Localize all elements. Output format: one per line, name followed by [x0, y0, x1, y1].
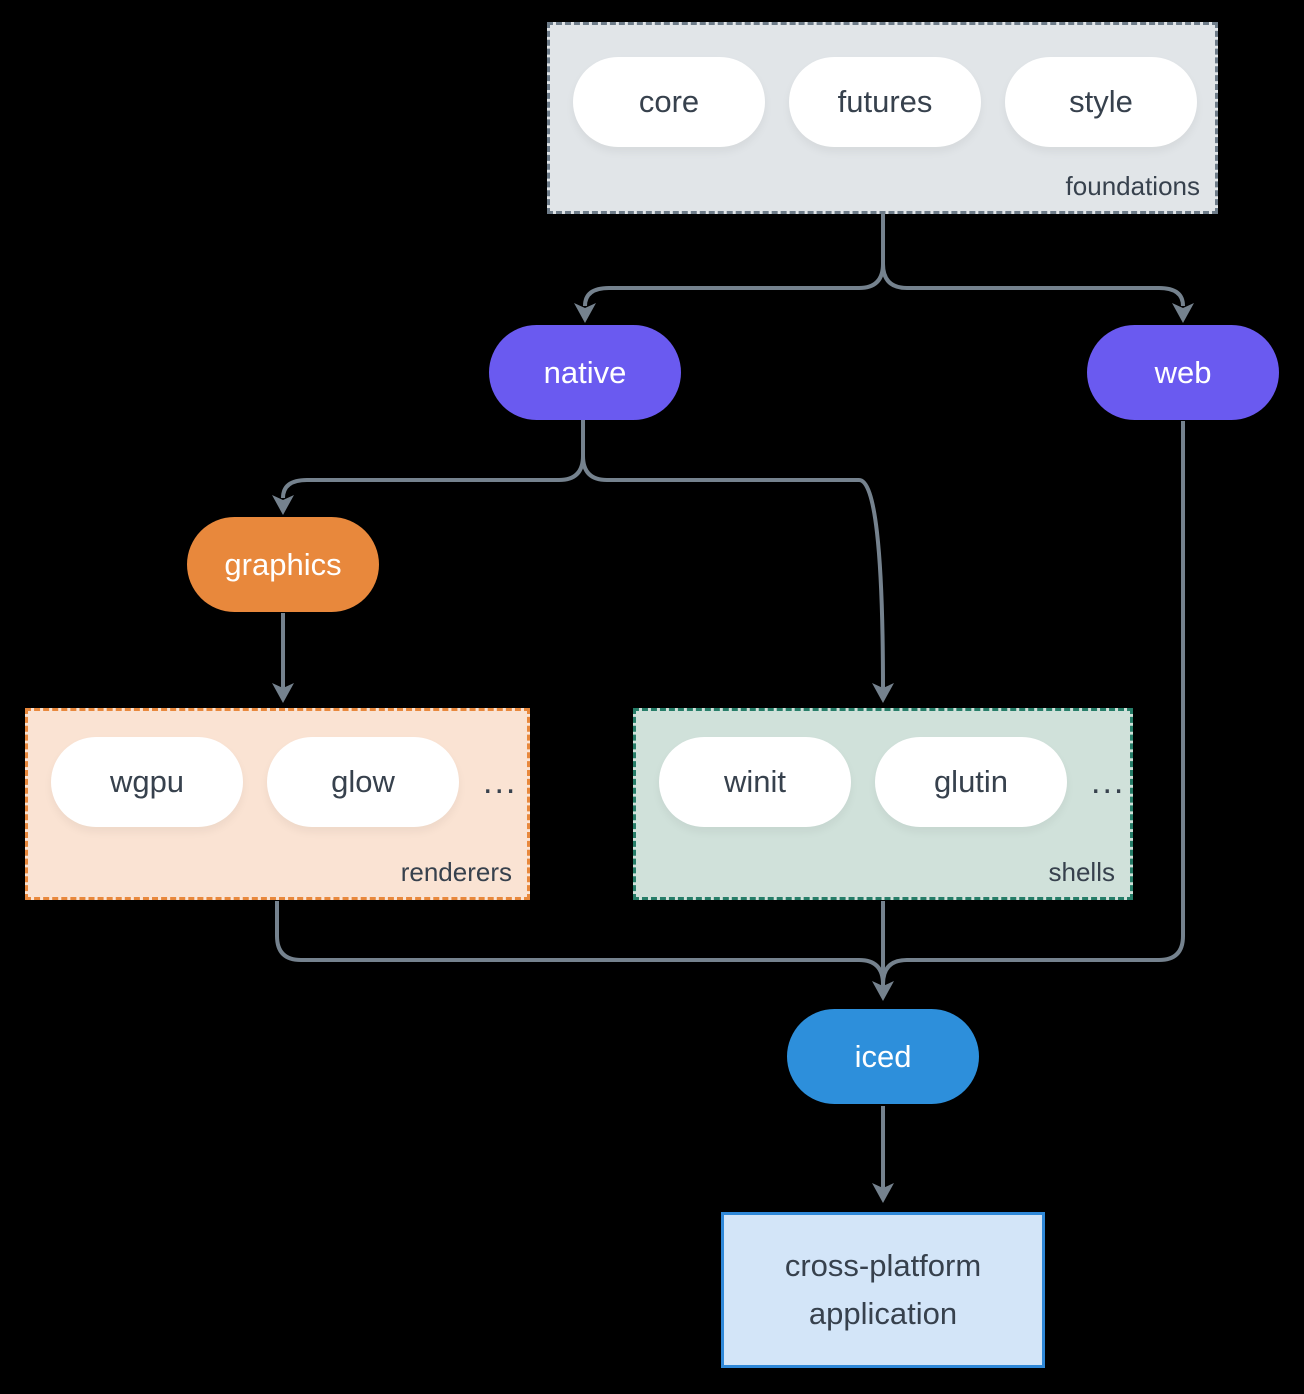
arrowhead-application [872, 1183, 894, 1203]
node-core: core [573, 57, 765, 147]
renderers-ellipsis: ... [483, 762, 518, 801]
node-wgpu: wgpu [51, 737, 243, 827]
application-label-line2: application [808, 1296, 958, 1331]
arrowhead-iced [872, 981, 894, 1001]
edge-foundations-native [583, 214, 885, 307]
renderers-pills: wgpu glow ... [51, 737, 517, 827]
node-glutin: glutin [875, 737, 1067, 827]
node-style: style [1005, 57, 1197, 147]
shells-pills: winit glutin ... [659, 737, 1125, 827]
node-web: web [1087, 325, 1279, 420]
node-native: native [489, 325, 681, 420]
edge-native-shells [581, 455, 885, 691]
arrowhead-native [574, 303, 596, 323]
node-cross-platform-application: cross-platform application [721, 1212, 1045, 1368]
edge-renderers-iced [275, 901, 885, 985]
foundations-pills: core futures style [573, 57, 1197, 147]
node-winit: winit [659, 737, 851, 827]
shells-ellipsis: ... [1091, 762, 1126, 801]
group-label-foundations: foundations [1065, 171, 1200, 201]
arrowhead-graphics [272, 495, 294, 515]
node-graphics: graphics [187, 517, 379, 612]
group-label-renderers: renderers [400, 857, 512, 887]
group-shells: winit glutin ... shells [633, 708, 1133, 900]
application-label-line1: cross-platform [784, 1247, 982, 1283]
group-renderers: wgpu glow ... renderers [25, 708, 530, 900]
arrowhead-web [1172, 303, 1194, 323]
node-iced: iced [787, 1009, 979, 1104]
group-label-shells: shells [1048, 857, 1115, 887]
node-futures: futures [789, 57, 981, 147]
edge-foundations-web [881, 263, 1185, 307]
edge-native-graphics [281, 420, 585, 499]
arrowhead-renderers [272, 683, 294, 703]
arrowhead-shells [872, 683, 894, 703]
group-foundations: core futures style foundations [547, 22, 1218, 214]
node-glow: glow [267, 737, 459, 827]
